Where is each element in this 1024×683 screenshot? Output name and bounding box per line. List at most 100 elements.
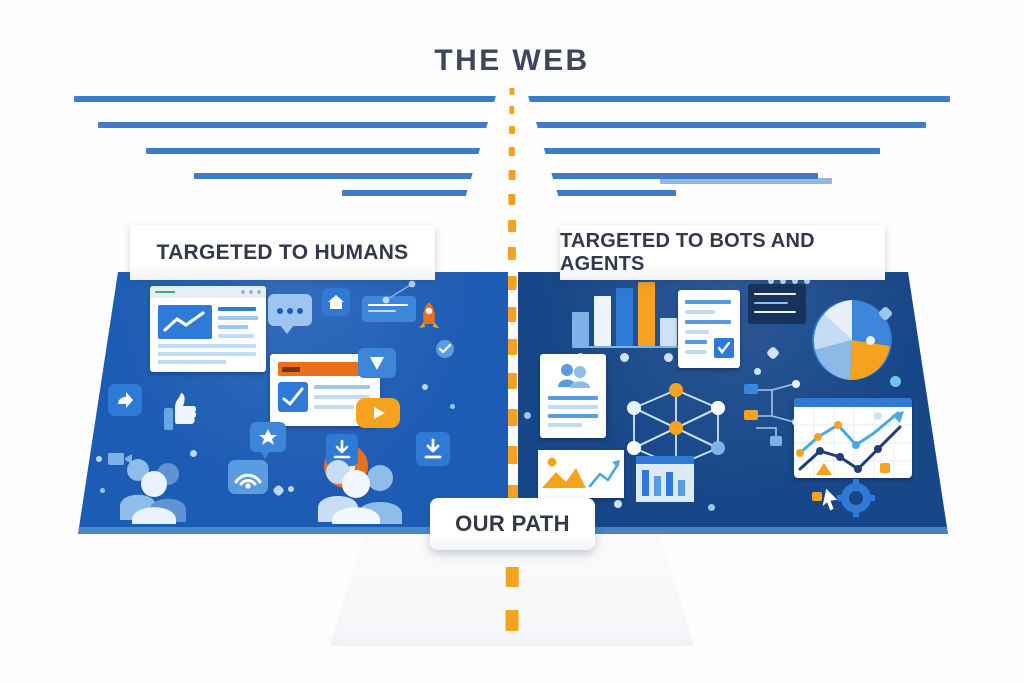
star-bubble-tail	[260, 451, 270, 459]
profile-line-4	[548, 423, 582, 427]
circuit-dot-2	[780, 278, 786, 284]
label-targeted-to-bots: TARGETED TO BOTS AND AGENTS	[560, 225, 885, 280]
chat-dot-3	[297, 308, 303, 314]
label-path-text: OUR PATH	[455, 511, 570, 536]
cursor-icon	[821, 487, 839, 512]
data-table-icon	[636, 456, 694, 502]
bar-chart-icon	[572, 282, 682, 364]
chat-tail	[280, 325, 294, 334]
home-icon	[322, 288, 350, 316]
horizon-line-5-right	[524, 190, 676, 196]
video-play-icon	[356, 398, 400, 428]
sparkle-diamond-1	[272, 484, 285, 497]
sparkle-dot-6	[450, 404, 455, 409]
browser-text-2	[218, 316, 258, 320]
panel-floor-right	[518, 527, 948, 534]
browser-dot-2	[249, 290, 253, 294]
terminal-line-2	[754, 302, 788, 304]
circuit-dot-1	[768, 278, 774, 284]
checklist-line-3	[685, 320, 731, 324]
circuit-node-7	[524, 412, 531, 419]
road-dash	[508, 146, 516, 157]
circuit-node-6	[708, 504, 715, 511]
road-dash	[508, 169, 516, 180]
road-dash	[505, 610, 519, 631]
gear-icon	[812, 478, 882, 522]
star-bubble-icon	[250, 422, 286, 459]
road-dash	[509, 125, 515, 135]
horizon-line-3-left	[146, 148, 502, 154]
circuit-dot-4	[804, 278, 810, 284]
card-orange-header	[278, 362, 370, 376]
horizon-line-2-left	[98, 122, 502, 128]
browser-text-4	[218, 334, 254, 338]
image-chart-card	[538, 450, 624, 498]
checklist-line-5	[685, 340, 707, 344]
bar-5	[660, 318, 677, 346]
card-check-thumb	[278, 382, 308, 412]
msg-line-1	[368, 304, 408, 306]
browser-titlebar	[150, 286, 266, 298]
horizon-line-1-left	[74, 96, 502, 102]
check-icon	[436, 340, 454, 358]
page-title: THE WEB	[434, 44, 590, 77]
circuit-node-5	[614, 500, 622, 508]
horizon-line-4-left	[194, 173, 502, 179]
rocket-icon	[416, 300, 442, 332]
profile-line-2	[548, 405, 598, 409]
road-dash	[507, 307, 517, 322]
circuit-node-3	[874, 412, 882, 420]
road-dash	[508, 193, 516, 205]
panel-floor-left	[78, 527, 508, 534]
checklist-line-2	[685, 310, 715, 314]
node-cluster-icon	[742, 376, 808, 450]
sparkle-dot-3	[100, 488, 105, 493]
browser-text-5	[158, 344, 256, 348]
download-badge-icon	[358, 348, 396, 378]
circuit-dot-3	[792, 278, 798, 284]
profile-avatar	[556, 363, 590, 389]
road-dash	[509, 106, 515, 114]
circuit-diamond-2	[765, 345, 781, 361]
profile-line-3	[548, 414, 598, 418]
road-dash	[507, 339, 517, 355]
horizon-line-3-right	[524, 148, 880, 154]
horizon-line-5-left	[342, 190, 502, 196]
line-chart-card	[794, 398, 912, 478]
circuit-node-2	[866, 336, 875, 345]
road-dash	[506, 408, 518, 426]
avatar-icon	[308, 456, 418, 524]
profile-doc-icon	[540, 354, 606, 438]
browser-dot-3	[257, 290, 261, 294]
wifi-icon	[228, 460, 268, 494]
terminal-line-3	[754, 311, 796, 313]
circuit-node-1	[890, 376, 901, 387]
browser-window-card	[150, 286, 266, 372]
checklist-line-1	[685, 300, 731, 304]
road-dash	[507, 276, 517, 291]
horizon-line-4-right-fade	[660, 178, 832, 184]
bar-node-3	[664, 353, 673, 362]
checklist-line-4	[685, 330, 709, 334]
line-chart-titlebar	[794, 398, 912, 407]
bot-agent-web-panel	[518, 272, 948, 534]
checklist-line-6	[685, 350, 707, 354]
sparkle-dot-5	[422, 384, 428, 390]
label-targeted-to-humans: TARGETED TO HUMANS	[130, 225, 435, 280]
browser-text-1	[218, 307, 256, 311]
cloud-share-icon	[108, 384, 142, 416]
road-dash	[506, 445, 518, 464]
label-humans-text: TARGETED TO HUMANS	[156, 240, 409, 264]
card-text-3	[314, 405, 354, 409]
camera-icon	[108, 450, 134, 468]
share-icon	[378, 276, 424, 310]
road-dash	[509, 88, 515, 95]
label-bots-text: TARGETED TO BOTS AND AGENTS	[560, 229, 815, 275]
checklist-check-box	[714, 338, 734, 358]
sparkle-dot-4	[288, 486, 294, 492]
people-group-icon	[112, 458, 216, 524]
card-text-1	[314, 385, 370, 389]
bar-axis	[572, 346, 680, 348]
profile-line-1	[548, 396, 598, 400]
